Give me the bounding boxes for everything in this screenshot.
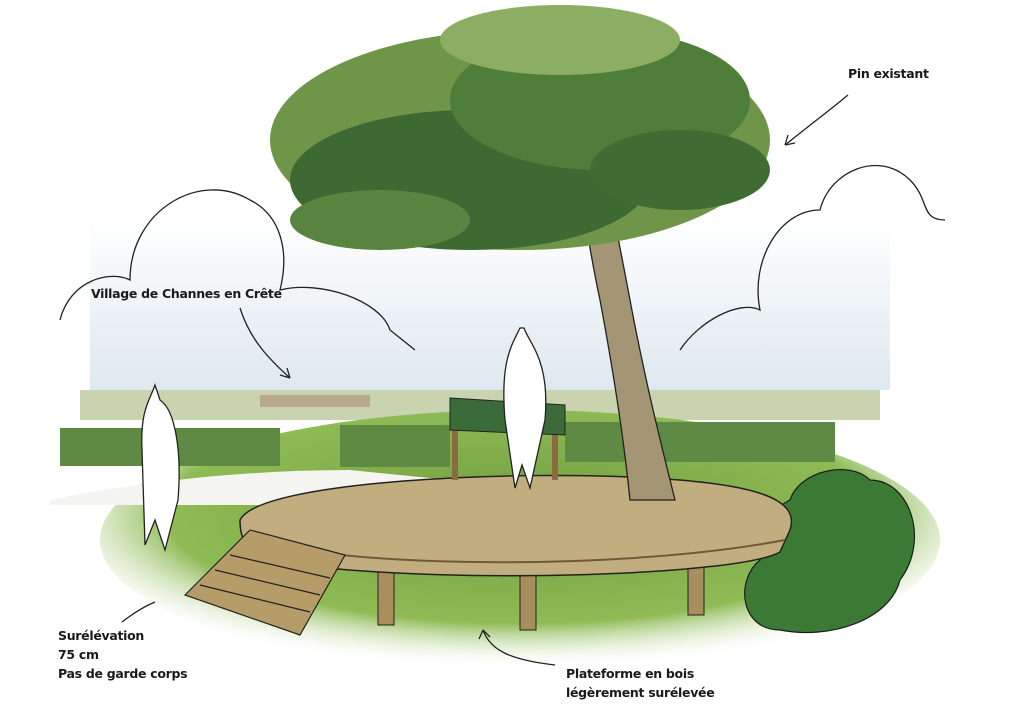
label-pin-existant: Pin existant: [848, 66, 929, 81]
label-platform-line2: légèrement surélevée: [566, 685, 715, 700]
stairs: [183, 529, 346, 636]
label-platform: Plateforme en bois légèrement surélevée: [566, 664, 715, 702]
person-silhouette-center: [503, 327, 547, 491]
label-elevation-line1: Surélévation: [58, 628, 145, 643]
village: [260, 395, 370, 407]
pine-canopy: [270, 5, 770, 250]
label-platform-line1: Plateforme en bois: [566, 666, 694, 681]
annotation-arrows: [121, 94, 849, 666]
cloud-right: [679, 164, 946, 351]
label-elevation-line2: 75 cm: [58, 647, 99, 662]
person-silhouette-left: [141, 382, 180, 553]
label-elevation: Surélévation 75 cm Pas de garde corps: [58, 626, 188, 683]
cloud-left: [59, 189, 416, 351]
label-elevation-line3: Pas de garde corps: [58, 666, 188, 681]
label-village: Village de Channes en Crête: [91, 286, 282, 301]
